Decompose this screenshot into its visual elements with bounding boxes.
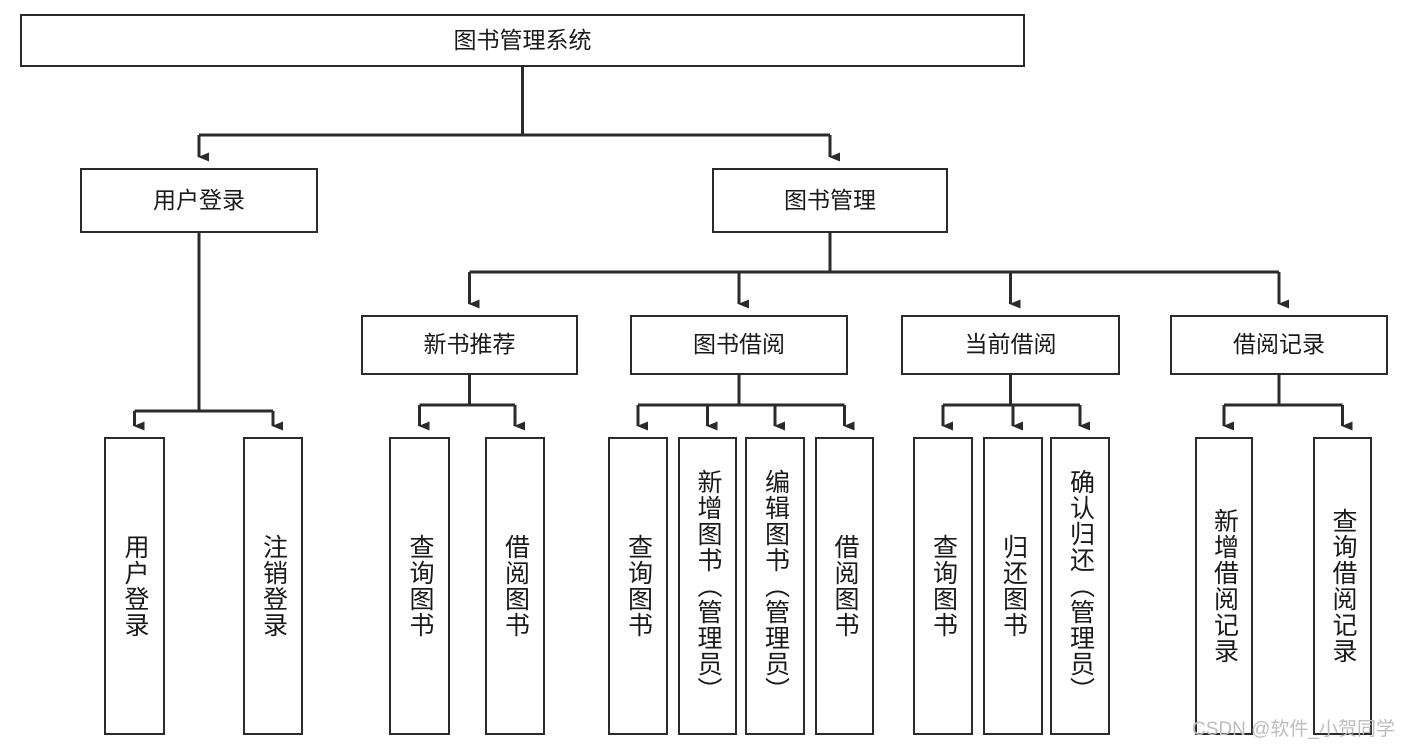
node-root[interactable]: 图书管理系统 (20, 14, 1025, 67)
node-leaf-logout[interactable]: 注销登录 (243, 437, 303, 735)
node-current-borrow[interactable]: 当前借阅 (901, 315, 1120, 375)
node-leaf-add-book-admin[interactable]: 新增图书（管理员） (678, 437, 737, 735)
node-leaf-user-login[interactable]: 用户登录 (104, 437, 165, 735)
node-book-borrow[interactable]: 图书借阅 (630, 315, 848, 375)
node-label-root: 图书管理系统 (453, 26, 592, 53)
node-label-leaf-query-book-borrow: 查询图书 (624, 534, 653, 638)
node-label-leaf-query-borrow-record: 查询借阅记录 (1329, 508, 1357, 664)
node-label-leaf-add-book-admin: 新增图书（管理员） (694, 469, 722, 703)
node-leaf-query-book-new[interactable]: 查询图书 (389, 437, 450, 735)
node-leaf-add-borrow-record[interactable]: 新增借阅记录 (1195, 437, 1253, 735)
node-label-borrow-record: 借阅记录 (1233, 331, 1325, 358)
node-label-leaf-user-login: 用户登录 (121, 534, 149, 638)
node-new-book-recommend[interactable]: 新书推荐 (361, 315, 578, 375)
node-label-leaf-edit-book-admin: 编辑图书（管理员） (761, 469, 790, 703)
node-label-leaf-query-book-current: 查询图书 (929, 534, 958, 638)
node-label-leaf-return-book: 归还图书 (999, 534, 1028, 638)
node-leaf-edit-book-admin[interactable]: 编辑图书（管理员） (745, 437, 805, 735)
node-label-book-borrow: 图书借阅 (693, 331, 785, 358)
node-label-leaf-borrow-book-new: 借阅图书 (501, 534, 530, 638)
node-label-leaf-add-borrow-record: 新增借阅记录 (1210, 508, 1239, 664)
node-user-login[interactable]: 用户登录 (80, 168, 318, 233)
node-leaf-confirm-return-admin[interactable]: 确认归还（管理员） (1050, 437, 1110, 735)
node-leaf-query-book-borrow[interactable]: 查询图书 (608, 437, 668, 735)
node-leaf-query-borrow-record[interactable]: 查询借阅记录 (1313, 437, 1372, 735)
node-label-user-login: 用户登录 (153, 186, 245, 213)
node-label-current-borrow: 当前借阅 (964, 331, 1057, 358)
node-leaf-borrow-book[interactable]: 借阅图书 (815, 437, 874, 735)
node-label-leaf-borrow-book: 借阅图书 (831, 534, 859, 638)
node-label-leaf-confirm-return-admin: 确认归还（管理员） (1066, 469, 1095, 703)
node-book-management[interactable]: 图书管理 (712, 168, 948, 233)
watermark-text: CSDN @软件_小贺同学 (1192, 719, 1395, 740)
node-leaf-query-book-current[interactable]: 查询图书 (913, 437, 973, 735)
node-label-book-management: 图书管理 (784, 186, 876, 213)
node-leaf-borrow-book-new[interactable]: 借阅图书 (485, 437, 545, 735)
node-label-leaf-query-book-new: 查询图书 (406, 534, 434, 638)
node-leaf-return-book[interactable]: 归还图书 (983, 437, 1043, 735)
node-borrow-record[interactable]: 借阅记录 (1170, 315, 1388, 375)
node-label-leaf-logout: 注销登录 (259, 534, 288, 638)
node-label-new-book-recommend: 新书推荐 (423, 331, 516, 358)
